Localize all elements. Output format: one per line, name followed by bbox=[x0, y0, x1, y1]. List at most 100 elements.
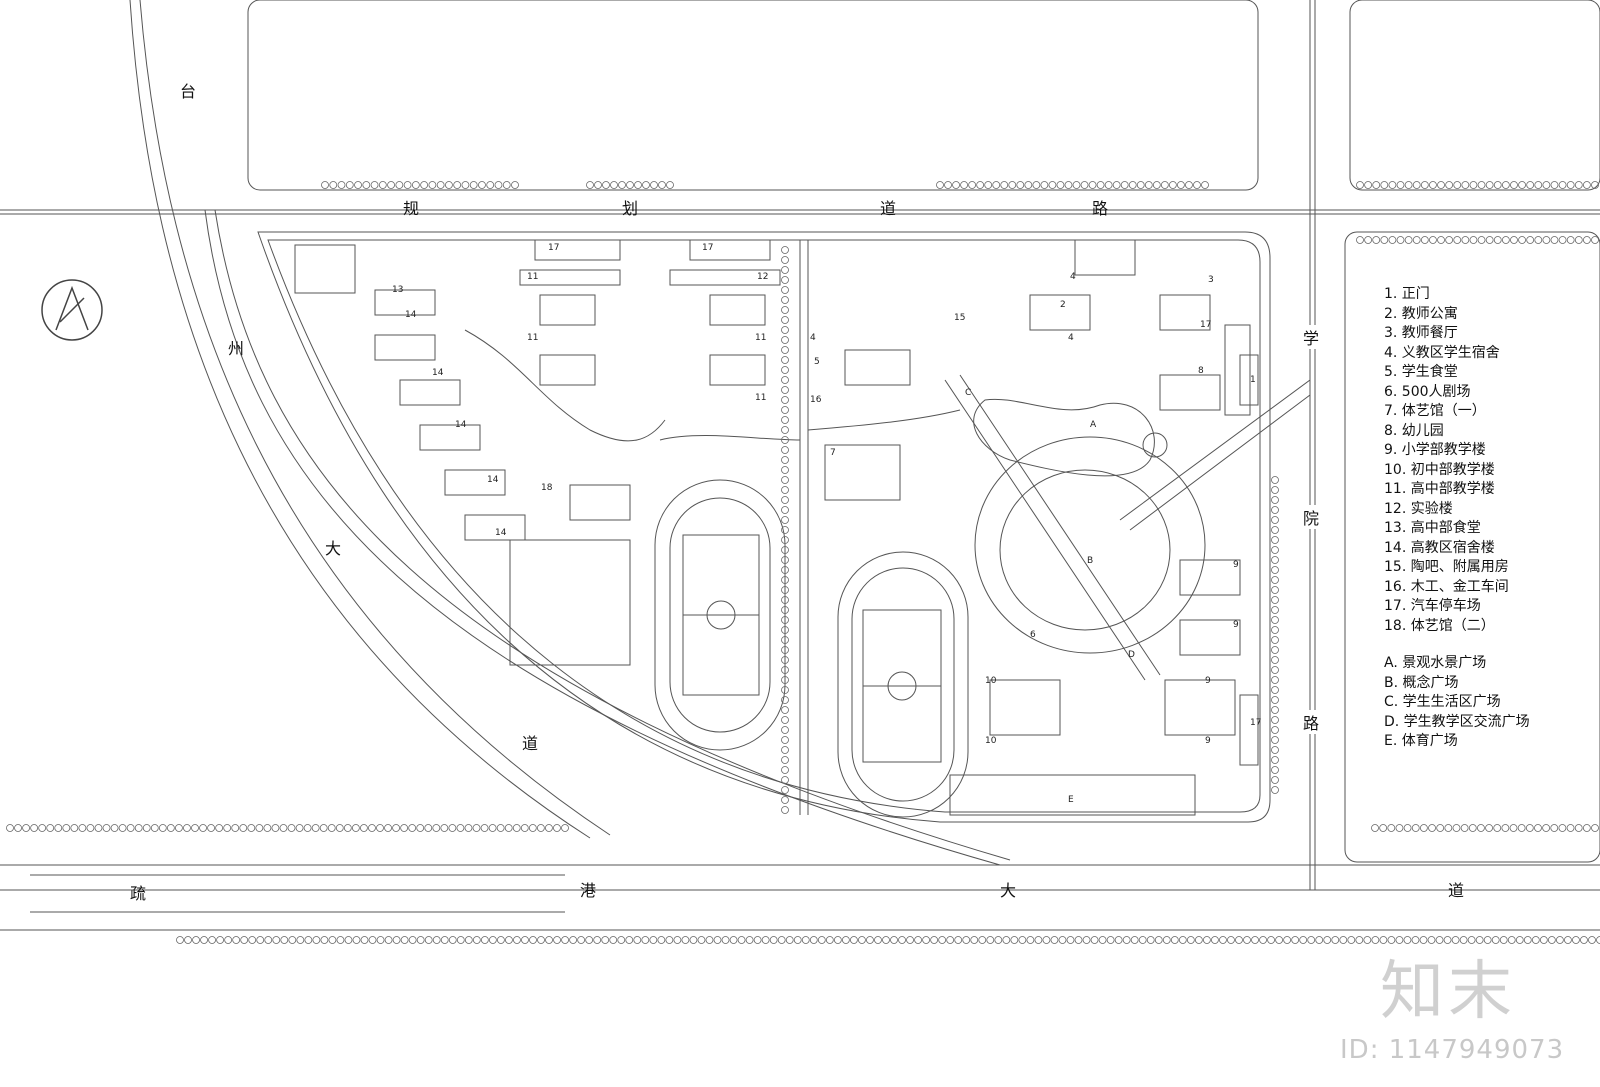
tree-mark bbox=[1271, 776, 1279, 784]
tree-mark bbox=[528, 824, 537, 832]
tree-mark bbox=[545, 824, 553, 832]
tree-mark bbox=[1396, 181, 1405, 189]
tree-mark bbox=[231, 824, 240, 832]
tree-mark bbox=[665, 936, 674, 944]
tree-mark bbox=[1564, 936, 1572, 944]
tree-mark bbox=[781, 706, 789, 714]
building-number-label: 3 bbox=[1208, 275, 1214, 285]
tree-mark bbox=[633, 936, 642, 944]
building-number-label: C bbox=[965, 388, 972, 398]
tree-mark bbox=[78, 824, 87, 832]
tree-mark bbox=[1451, 936, 1460, 944]
tree-mark bbox=[1271, 576, 1279, 584]
tree-mark bbox=[370, 181, 379, 189]
tree-mark bbox=[335, 824, 344, 832]
tree-mark bbox=[1428, 824, 1436, 832]
tree-mark bbox=[1271, 766, 1279, 774]
building-number-label: 9 bbox=[1233, 560, 1239, 570]
road-label-south-3: 大 bbox=[1000, 881, 1017, 900]
tree-mark bbox=[1404, 236, 1413, 244]
tree-mark bbox=[280, 936, 289, 944]
tree-mark bbox=[1271, 546, 1279, 554]
tree-mark bbox=[1542, 824, 1551, 832]
tree-mark bbox=[376, 936, 385, 944]
tree-mark bbox=[142, 824, 151, 832]
tree-mark bbox=[464, 824, 473, 832]
tree-mark bbox=[617, 936, 626, 944]
tree-mark bbox=[593, 936, 602, 944]
building-number-label: 14 bbox=[487, 475, 499, 485]
tree-mark bbox=[781, 696, 789, 704]
tree-mark bbox=[351, 824, 360, 832]
road-label-east-1: 学 bbox=[1303, 325, 1320, 349]
tree-mark bbox=[6, 824, 14, 832]
tree-mark bbox=[1534, 181, 1543, 189]
tree-mark bbox=[184, 936, 192, 944]
tree-mark bbox=[1144, 181, 1153, 189]
tree-mark bbox=[1162, 936, 1171, 944]
tree-mark bbox=[1178, 936, 1187, 944]
tree-mark bbox=[384, 824, 392, 832]
tree-mark bbox=[1016, 181, 1025, 189]
tree-mark bbox=[781, 576, 789, 584]
building-number-label: 9 bbox=[1205, 736, 1211, 746]
tree-mark bbox=[537, 936, 545, 944]
tree-mark bbox=[456, 824, 465, 832]
tree-mark bbox=[781, 416, 789, 424]
tree-mark bbox=[118, 824, 127, 832]
tree-mark bbox=[472, 936, 481, 944]
tree-mark bbox=[207, 824, 215, 832]
tree-mark bbox=[1445, 236, 1454, 244]
road-label-north-1: 规 bbox=[403, 199, 420, 218]
tree-mark bbox=[1566, 824, 1575, 832]
tree-mark bbox=[1339, 936, 1348, 944]
tree-mark bbox=[1271, 516, 1279, 524]
tree-mark bbox=[561, 824, 569, 832]
tree-mark bbox=[1371, 936, 1380, 944]
tree-mark bbox=[781, 726, 789, 734]
tree-mark bbox=[938, 936, 947, 944]
tree-mark bbox=[781, 646, 789, 654]
tree-mark bbox=[781, 446, 789, 454]
building-number-label: 18 bbox=[541, 483, 553, 493]
tree-mark bbox=[461, 181, 470, 189]
road-label-north-3: 道 bbox=[880, 199, 897, 218]
legend-building-4: 4. 义教区学生宿舍 bbox=[1384, 344, 1500, 361]
tree-mark bbox=[1363, 936, 1372, 944]
building-number-label: 4 bbox=[1068, 333, 1074, 343]
tree-mark bbox=[248, 936, 257, 944]
tree-mark bbox=[529, 936, 537, 944]
tree-mark bbox=[1412, 181, 1421, 189]
legend-building-12: 12. 实验楼 bbox=[1384, 500, 1453, 517]
tree-mark bbox=[287, 824, 296, 832]
legend-building-15: 15. 陶吧、附属用房 bbox=[1384, 559, 1509, 575]
tree-mark bbox=[1523, 936, 1532, 944]
tree-mark bbox=[569, 936, 578, 944]
tree-mark bbox=[781, 616, 789, 624]
tree-mark bbox=[480, 824, 489, 832]
tree-mark bbox=[1267, 936, 1275, 944]
tree-mark bbox=[1098, 936, 1107, 944]
tree-mark bbox=[1026, 936, 1035, 944]
tree-mark bbox=[1493, 236, 1502, 244]
tree-mark bbox=[781, 796, 789, 804]
tree-mark bbox=[930, 936, 939, 944]
tree-mark bbox=[1271, 536, 1279, 544]
tree-mark bbox=[215, 824, 224, 832]
building-number-label: 14 bbox=[405, 310, 417, 320]
tree-mark bbox=[440, 936, 449, 944]
tree-mark bbox=[1588, 936, 1596, 944]
tree-mark bbox=[448, 824, 457, 832]
tree-mark bbox=[387, 181, 395, 189]
tree-mark bbox=[1501, 236, 1510, 244]
tree-mark bbox=[689, 936, 698, 944]
tree-mark bbox=[176, 936, 184, 944]
tree-mark bbox=[1461, 181, 1470, 189]
tree-mark bbox=[1219, 936, 1227, 944]
building-number-label: 9 bbox=[1205, 676, 1211, 686]
tree-mark bbox=[1235, 936, 1243, 944]
tree-mark bbox=[1355, 936, 1364, 944]
tree-mark bbox=[1493, 824, 1502, 832]
tree-mark bbox=[781, 466, 789, 474]
tree-mark bbox=[14, 824, 22, 832]
